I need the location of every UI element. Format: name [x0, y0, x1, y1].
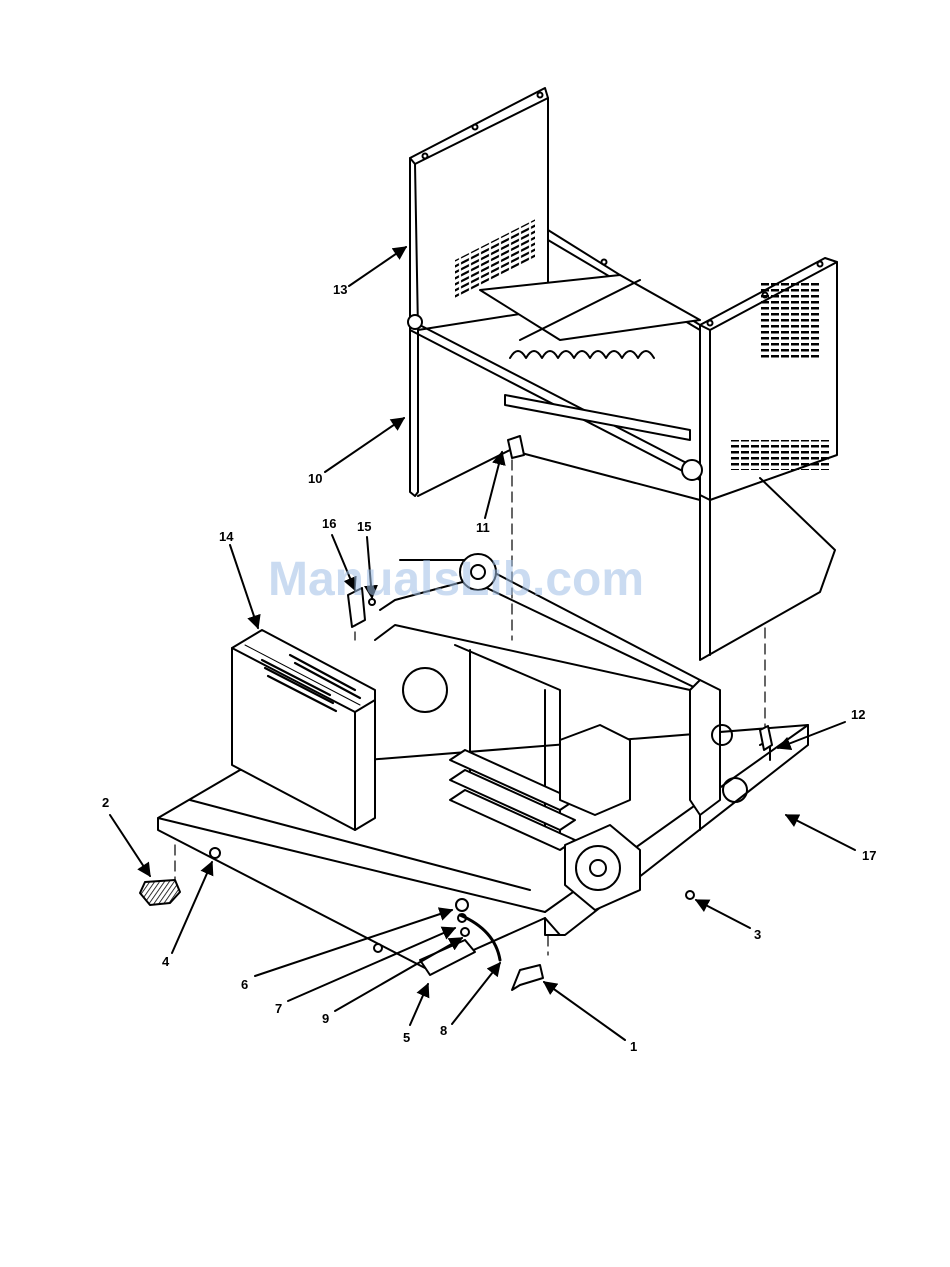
callout-11: 11 — [476, 521, 490, 534]
callout-2: 2 — [102, 796, 109, 809]
callout-9: 9 — [322, 1012, 329, 1025]
callout-7: 7 — [275, 1002, 282, 1015]
callout-1: 1 — [630, 1040, 637, 1053]
cover-front-panel — [700, 478, 835, 660]
base-chassis — [140, 554, 808, 990]
callout-5: 5 — [403, 1031, 410, 1044]
callout-8: 8 — [440, 1024, 447, 1037]
callout-4: 4 — [162, 955, 169, 968]
rubber-foot — [140, 880, 180, 905]
callout-16: 16 — [322, 517, 336, 530]
callout-15: 15 — [357, 520, 371, 533]
callout-6: 6 — [241, 978, 248, 991]
power-plug — [512, 965, 543, 990]
callout-10: 10 — [308, 472, 322, 485]
callout-12: 12 — [851, 708, 865, 721]
callout-13: 13 — [333, 283, 347, 296]
callout-14: 14 — [219, 530, 233, 543]
callout-3: 3 — [754, 928, 761, 941]
callout-17: 17 — [862, 849, 876, 862]
